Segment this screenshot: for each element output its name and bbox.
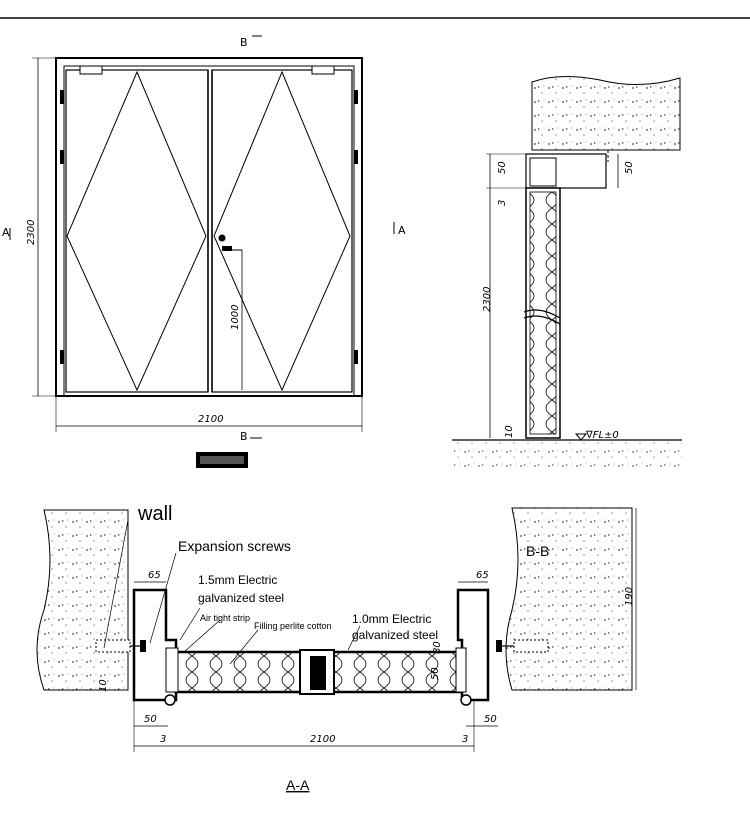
label-expansion-screws: Expansion screws [178, 538, 291, 554]
lintel-wall [531, 75, 681, 151]
dim-190: 190 [624, 587, 635, 606]
leaf-left-section [174, 650, 306, 694]
wall-right [505, 507, 633, 691]
section-mark-right: A [398, 224, 406, 237]
section-mark-left: A [2, 226, 10, 239]
airtight-strip-right [455, 647, 467, 693]
label-steel-15-line2: galvanized steel [198, 591, 284, 605]
expansion-screw-right [513, 639, 549, 653]
expansion-screw-left [95, 639, 131, 653]
head-frame [525, 153, 607, 189]
frame-right [456, 588, 490, 702]
dim-50-right: 50 [484, 714, 497, 725]
door-closer-left [79, 65, 103, 75]
dim-bb-height: 2300 [482, 287, 493, 312]
door-frame-inner [63, 65, 355, 397]
section-bb: 50 3 2300 10 50 ∇FL±0 [452, 75, 682, 470]
label-filling: Filling perlite cotton [254, 621, 332, 631]
diamond-left [66, 70, 207, 392]
section-aa: wall Expansion screws 1.5mm Electric gal… [36, 503, 637, 793]
door-frame-outer [55, 57, 363, 397]
label-steel-10-line1: 1.0mm Electric [352, 612, 431, 626]
dim-65-right: 65 [476, 570, 489, 581]
section-mark-top: B [240, 36, 248, 49]
label-bb: B-B [526, 543, 549, 559]
label-wall: wall [137, 503, 172, 525]
airtight-strip-left [165, 647, 179, 693]
door-handle [218, 234, 226, 242]
label-steel-15-line1: 1.5mm Electric [198, 573, 277, 587]
front-view: B 1000 2300 A A [2, 35, 406, 468]
dim-bottom: 10 [504, 425, 515, 438]
dim-aa-width: 2100 [310, 734, 335, 745]
door-leaf-left [65, 69, 209, 393]
dim-3-right: 3 [462, 734, 468, 745]
door-closer-right [311, 65, 335, 75]
dim-height: 2300 [26, 220, 37, 245]
label-steel-10-line2: galvanized steel [352, 628, 438, 642]
dim-gap: 3 [497, 200, 508, 206]
dim-50-left: 50 [144, 714, 157, 725]
dim-80: 80 [432, 641, 443, 654]
diamond-right [213, 70, 351, 392]
section-title-aa: A-A [286, 777, 310, 793]
insulation-fill [529, 191, 557, 435]
dim-top-right: 50 [624, 161, 635, 174]
label-airtight-strip: Air tight strip [200, 613, 250, 623]
dim-65-left: 65 [148, 570, 161, 581]
dim-handle-height: 1000 [230, 305, 241, 330]
dim-width: 2100 [198, 414, 223, 425]
section-mark-bottom: B [240, 430, 248, 443]
wall-left [36, 509, 129, 691]
dim-50-mid: 50 [430, 667, 441, 680]
dim-3-left: 3 [160, 734, 166, 745]
floor-level: ∇FL±0 [585, 430, 619, 441]
dim-top-left: 50 [497, 161, 508, 174]
dim-10: 10 [98, 679, 109, 692]
door-leaf-right [211, 69, 353, 393]
